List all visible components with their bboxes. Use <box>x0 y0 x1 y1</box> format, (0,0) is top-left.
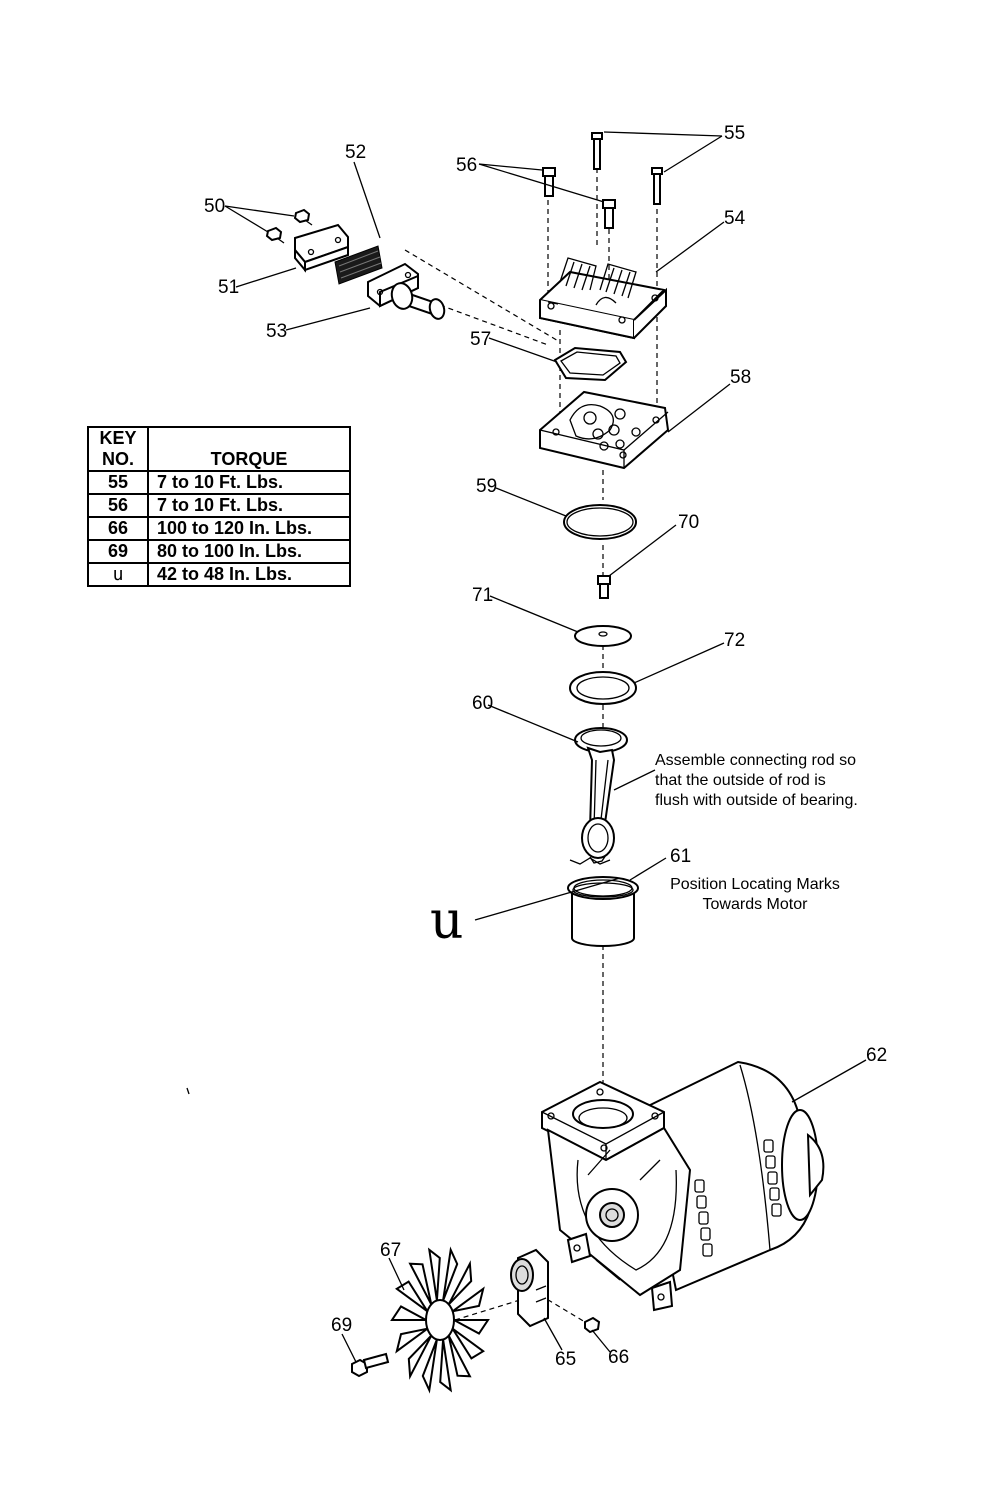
leader-lines <box>224 131 867 1363</box>
table-row: 56 7 to 10 Ft. Lbs. <box>87 493 351 518</box>
label-54: 54 <box>724 208 746 229</box>
part-51-cover-plate <box>294 223 349 273</box>
fan-blade <box>390 1305 427 1321</box>
note-rod-line-3: flush with outside of bearing. <box>655 792 858 809</box>
fan-blade <box>447 1260 473 1306</box>
part-69-fan-bolt <box>351 1352 390 1378</box>
header-key-line-1: KEY <box>99 428 137 448</box>
part-61-bearing <box>567 876 639 947</box>
table-row: u 42 to 48 In. Lbs. <box>87 562 351 587</box>
header-key-line-2: NO. <box>101 449 134 469</box>
part-59-o-ring <box>563 504 637 540</box>
part-50-screws <box>265 208 313 244</box>
part-58-valve-plate <box>539 390 670 470</box>
torque-table: KEY NO. TORQUE 55 7 to 10 Ft. Lbs. 56 7 … <box>87 426 351 587</box>
part-57-head-gasket <box>553 346 628 382</box>
label-65: 65 <box>555 1349 576 1370</box>
label-52: 52 <box>345 142 366 163</box>
label-62: 62 <box>866 1045 887 1066</box>
row-key: 69 <box>87 539 149 564</box>
part-60-connecting-rod <box>569 727 628 865</box>
row-torque: 80 to 100 In. Lbs. <box>147 539 351 564</box>
part-66-set-screw <box>584 1316 601 1334</box>
label-56: 56 <box>456 155 477 176</box>
row-key: 56 <box>87 493 149 518</box>
label-60: 60 <box>472 693 493 714</box>
fan-blade <box>421 1339 438 1394</box>
fan-blade <box>453 1319 490 1335</box>
row-torque: 7 to 10 Ft. Lbs. <box>147 470 351 495</box>
part-52-filter-element <box>334 245 383 285</box>
label-59: 59 <box>476 476 497 497</box>
row-torque: 7 to 10 Ft. Lbs. <box>147 493 351 518</box>
label-66: 66 <box>608 1347 629 1368</box>
fan-blade <box>407 1334 433 1380</box>
row-key: 66 <box>87 516 149 541</box>
label-50: 50 <box>204 196 225 217</box>
part-54-cylinder-head <box>539 257 668 340</box>
part-70-screw <box>597 575 611 599</box>
label-70: 70 <box>678 512 699 533</box>
fan-blade <box>427 1247 441 1301</box>
label-67: 67 <box>380 1240 401 1261</box>
label-51: 51 <box>218 277 239 298</box>
row-torque: 100 to 120 In. Lbs. <box>147 516 351 541</box>
part-67-cooling-fan <box>390 1246 490 1394</box>
note-marks-line-2: Towards Motor <box>703 896 809 913</box>
label-69: 69 <box>331 1315 352 1336</box>
part-65-eccentric <box>510 1248 549 1328</box>
row-key: 55 <box>87 470 149 495</box>
row-key: u <box>87 562 149 587</box>
label-57: 57 <box>470 329 491 350</box>
fan-blade <box>451 1327 485 1360</box>
fan-blade <box>442 1246 459 1301</box>
label-58: 58 <box>730 367 751 388</box>
stray-mark <box>186 1087 190 1095</box>
fan-blade <box>447 1335 472 1378</box>
part-72-piston-cup <box>569 671 637 705</box>
fan-blade <box>452 1286 485 1313</box>
part-53-filter-housing <box>367 262 446 320</box>
fan-blade <box>408 1262 433 1305</box>
table-row: 66 100 to 120 In. Lbs. <box>87 516 351 541</box>
note-rod-line-1: Assemble connecting rod so <box>655 752 856 769</box>
table-row: 55 7 to 10 Ft. Lbs. <box>87 470 351 495</box>
part-62-motor-crankcase <box>541 1060 825 1312</box>
torque-symbol-callout: u <box>430 891 464 951</box>
row-torque: 42 to 48 In. Lbs. <box>147 562 351 587</box>
label-71: 71 <box>472 585 493 606</box>
fan-blade <box>395 1327 428 1354</box>
label-53: 53 <box>266 321 287 342</box>
note-marks-line-1: Position Locating Marks <box>670 876 840 893</box>
label-61: 61 <box>670 846 691 867</box>
part-number-labels: 50 51 52 53 54 55 56 57 58 59 60 61 62 6… <box>204 123 887 1370</box>
part-71-retainer <box>574 625 632 647</box>
torque-table-header: KEY NO. TORQUE <box>87 426 351 472</box>
part-55-56-head-bolts <box>542 132 663 229</box>
table-row: 69 80 to 100 In. Lbs. <box>87 539 351 564</box>
fan-blade <box>439 1339 453 1393</box>
header-key-no: KEY NO. <box>87 426 149 472</box>
label-72: 72 <box>724 630 745 651</box>
assembly-notes: Assemble connecting rod so that the outs… <box>430 752 858 951</box>
label-55: 55 <box>724 123 745 144</box>
fan-blade <box>395 1280 429 1313</box>
fan-hub <box>425 1299 455 1341</box>
note-rod-line-2: that the outside of rod is <box>655 772 826 789</box>
header-torque: TORQUE <box>147 426 351 472</box>
